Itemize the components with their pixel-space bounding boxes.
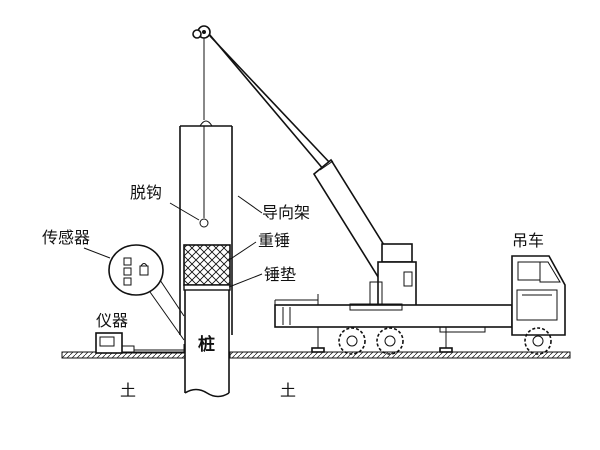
crane-boom — [203, 27, 399, 282]
label-guide-frame: 导向架 — [262, 203, 310, 222]
crane-turret — [369, 243, 417, 309]
label-soil-left: 土 — [120, 381, 136, 400]
sheave-pulley — [192, 25, 211, 39]
guide-frame — [179, 120, 233, 335]
label-sensor: 传感器 — [42, 228, 90, 247]
signal-cable — [134, 344, 185, 354]
hammer-pad — [183, 284, 231, 291]
label-hammer-pad: 锤垫 — [264, 265, 296, 284]
crane-truck — [274, 255, 566, 353]
label-instrument: 仪器 — [96, 311, 128, 330]
truck-wheels — [338, 327, 552, 355]
label-hook-release: 脱钩 — [130, 183, 162, 202]
label-pile: 桩 — [198, 334, 215, 355]
leader-lines — [83, 195, 263, 288]
strain-sensor-icon — [123, 257, 132, 286]
release-hook — [199, 218, 209, 228]
recording-instrument — [95, 332, 135, 354]
label-hammer: 重锤 — [258, 231, 290, 250]
sensor-detail — [108, 244, 185, 341]
label-soil-right: 土 — [280, 381, 296, 400]
label-crane: 吊车 — [512, 231, 544, 250]
accelerometer-icon — [139, 263, 149, 276]
heavy-hammer — [183, 244, 231, 286]
pile-body — [184, 290, 230, 398]
